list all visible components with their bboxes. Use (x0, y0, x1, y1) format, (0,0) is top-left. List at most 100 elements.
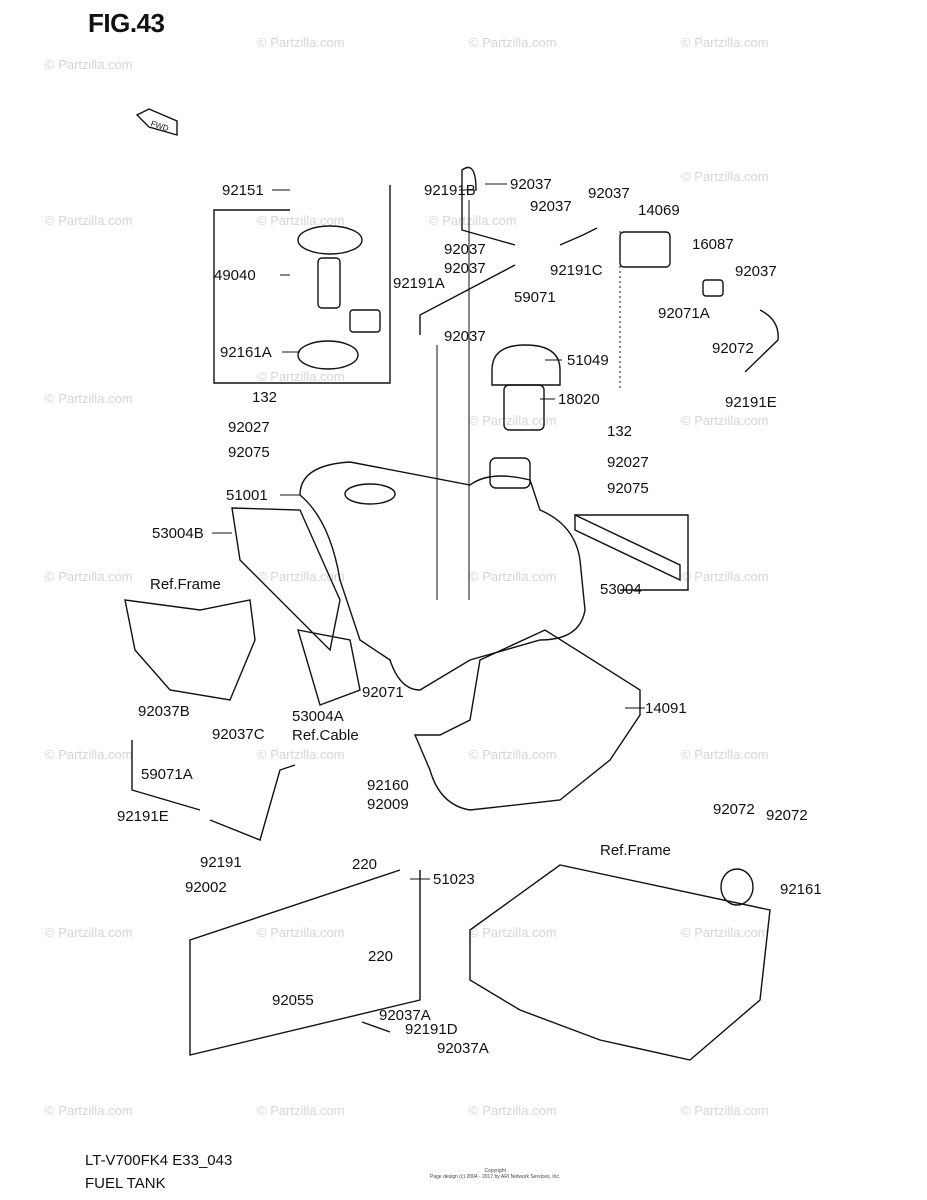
callout-label: 92191B (424, 182, 476, 199)
callout-label: 92037 (510, 176, 552, 193)
section-name: FUEL TANK (85, 1175, 166, 1192)
watermark-text: © Partzilla.com (469, 747, 557, 762)
fuel-strainer-18020 (503, 384, 545, 431)
callout-label: 92037 (444, 260, 486, 277)
lower-group-bracket (189, 869, 421, 1056)
grommet-92161 (720, 868, 754, 906)
watermark-text: © Partzilla.com (257, 1103, 345, 1118)
watermark-text: © Partzilla.com (45, 569, 133, 584)
watermark-text: © Partzilla.com (257, 925, 345, 940)
tank-filler-opening (344, 483, 396, 505)
watermark-text: © Partzilla.com (257, 569, 345, 584)
hose-92191c (559, 227, 598, 246)
watermark-text: © Partzilla.com (681, 1103, 769, 1118)
callout-label: 92161A (220, 344, 272, 361)
callout-label: 92037A (379, 1007, 431, 1024)
callout-label: 92037 (588, 185, 630, 202)
callout-label: 92191A (393, 275, 445, 292)
callout-label: 92151 (222, 182, 264, 199)
ref-frame-lower (469, 864, 771, 1061)
callout-label: 92027 (228, 419, 270, 436)
callout-label: Ref.Frame (600, 842, 671, 859)
copyright-line-1: Copyright (484, 1168, 506, 1174)
copyright-line-2: Page design (c) 2004 - 2017 by ARI Netwo… (430, 1174, 561, 1180)
callout-label: 53004B (152, 525, 204, 542)
tank-tray-14091 (413, 629, 641, 811)
callout-label: 92037A (437, 1040, 489, 1057)
callout-label: 92009 (367, 796, 409, 813)
model-code: LT-V700FK4 E33_043 (85, 1152, 233, 1169)
callout-label: 49040 (214, 267, 256, 284)
ref-frame-upper (124, 599, 256, 701)
hose-92191e (744, 309, 779, 373)
hose-92191 (209, 764, 296, 841)
callout-label: 92072 (712, 340, 754, 357)
hose-92191d (361, 1021, 391, 1033)
callout-label: 51001 (226, 487, 268, 504)
watermark-text: © Partzilla.com (469, 569, 557, 584)
pad-53004 (574, 513, 681, 582)
callout-label: 16087 (692, 236, 734, 253)
watermark-text: © Partzilla.com (257, 213, 345, 228)
watermark-text: © Partzilla.com (681, 35, 769, 50)
callout-label: 92191E (117, 808, 169, 825)
watermark-text: © Partzilla.com (469, 413, 557, 428)
fuel-tank (299, 461, 586, 691)
copyright-notice: Copyright Page design (c) 2004 - 2017 by… (430, 1168, 560, 1180)
pump-gasket (297, 340, 359, 370)
callout-label: 92002 (185, 879, 227, 896)
watermark-text: © Partzilla.com (469, 35, 557, 50)
callout-label: 92037 (444, 241, 486, 258)
hose-92191e-lower (131, 740, 201, 811)
fuel-filter-16087 (702, 279, 724, 297)
watermark-text: © Partzilla.com (469, 1103, 557, 1118)
callout-label: 92072 (713, 801, 755, 818)
pad-53004a (297, 629, 361, 706)
callout-label: 92027 (607, 454, 649, 471)
leader-lines (212, 183, 645, 880)
callout-label: 92037 (735, 263, 777, 280)
callout-label: 14091 (645, 700, 687, 717)
callout-label: 92075 (228, 444, 270, 461)
callout-label: 92037 (530, 198, 572, 215)
callout-label: 14069 (638, 202, 680, 219)
callout-label: Ref.Cable (292, 727, 359, 744)
callout-label: 59071A (141, 766, 193, 783)
watermark-text: © Partzilla.com (45, 57, 133, 72)
callout-label: 92191C (550, 262, 603, 279)
callout-label: 92037 (444, 328, 486, 345)
hose-92191a (419, 264, 516, 335)
fwd-arrow-icon: FWD (135, 108, 178, 136)
callout-label: 92072 (766, 807, 808, 824)
watermark-text: © Partzilla.com (681, 569, 769, 584)
watermark-text: © Partzilla.com (45, 1103, 133, 1118)
watermark-text: © Partzilla.com (681, 169, 769, 184)
callout-label: 132 (607, 423, 633, 440)
watermark-text: © Partzilla.com (45, 391, 133, 406)
fuel-pump-filter (349, 309, 381, 333)
callout-label: 92191D (405, 1021, 458, 1038)
callout-label: 51023 (433, 871, 475, 888)
callout-label: 132 (252, 389, 278, 406)
fuel-pump-body (317, 257, 341, 309)
watermark-text: © Partzilla.com (257, 747, 345, 762)
fuel-pump-flange (297, 225, 363, 255)
watermark-text: © Partzilla.com (681, 413, 769, 428)
fuel-cap-51049 (491, 344, 561, 386)
callout-label: 59071 (514, 289, 556, 306)
pad-53004-bracket (575, 514, 689, 591)
callout-label: 51049 (567, 352, 609, 369)
callout-label: 92075 (607, 480, 649, 497)
callout-label: 53004 (600, 581, 642, 598)
callout-label: 92071 (362, 684, 404, 701)
watermark-text: © Partzilla.com (45, 925, 133, 940)
hose-92191b (461, 166, 516, 246)
callout-label: 92191E (725, 394, 777, 411)
figure-title: FIG.43 (88, 8, 165, 38)
watermark-text: © Partzilla.com (469, 925, 557, 940)
watermark-text: © Partzilla.com (45, 747, 133, 762)
callout-label: 220 (352, 856, 378, 873)
callout-label: 92160 (367, 777, 409, 794)
